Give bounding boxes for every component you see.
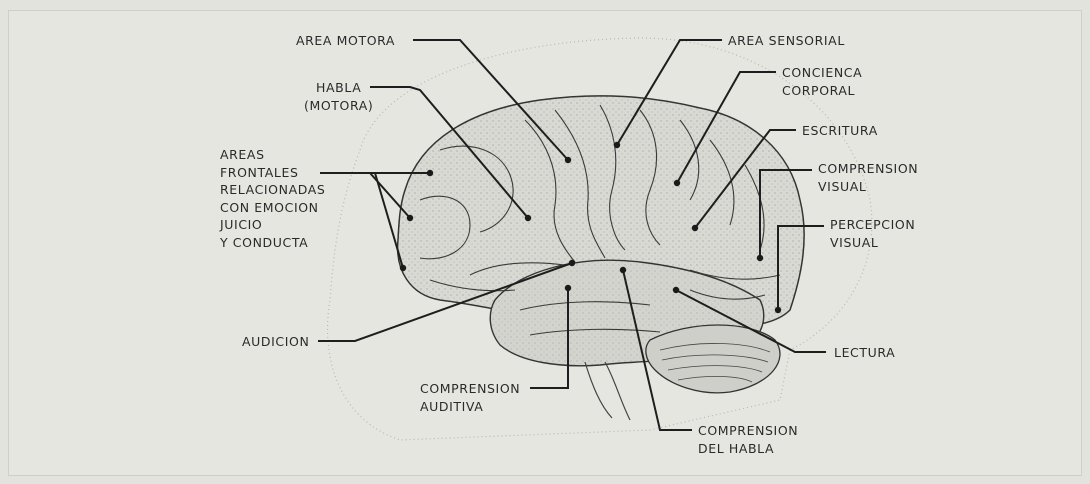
label-audicion: AUDICION: [242, 333, 309, 351]
label-conciencia-corporal: CONCIENCA CORPORAL: [782, 64, 862, 99]
label-lectura: LECTURA: [834, 344, 895, 362]
label-area-motora: AREA MOTORA: [296, 32, 395, 50]
label-areas-frontales: AREAS FRONTALES RELACIONADAS CON EMOCION…: [220, 146, 325, 251]
label-escritura: ESCRITURA: [802, 122, 878, 140]
label-comprension-habla: COMPRENSION DEL HABLA: [698, 422, 798, 457]
label-comprension-auditiva: COMPRENSION AUDITIVA: [420, 380, 520, 415]
label-comprension-visual: COMPRENSION VISUAL: [818, 160, 918, 195]
label-area-sensorial: AREA SENSORIAL: [728, 32, 845, 50]
label-habla-motora: HABLA (MOTORA): [304, 79, 373, 114]
label-percepcion-visual: PERCEPCION VISUAL: [830, 216, 915, 251]
brain-stem: [585, 362, 630, 420]
